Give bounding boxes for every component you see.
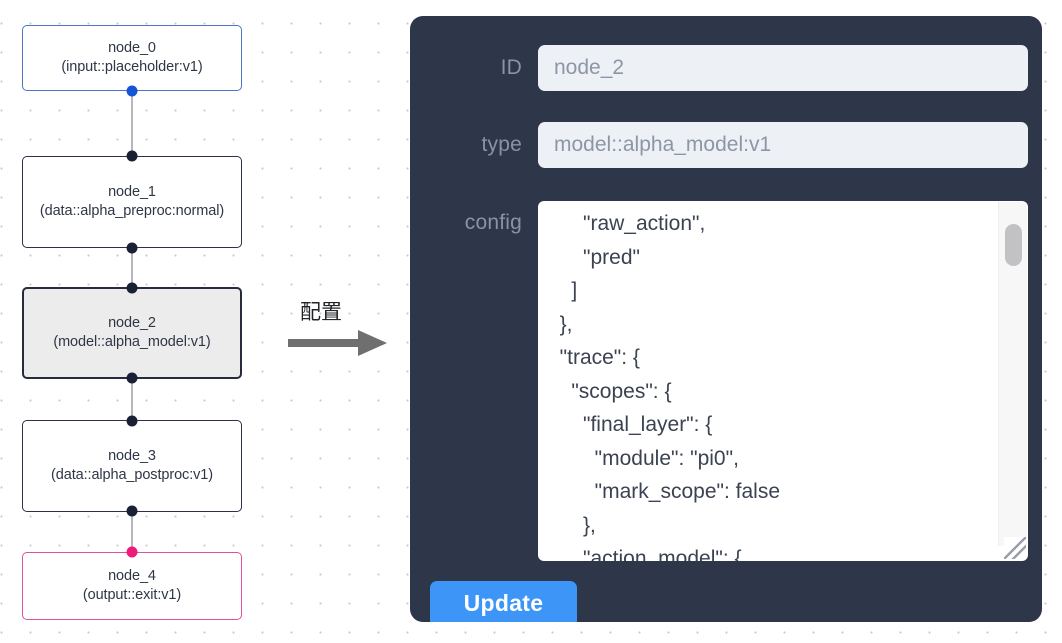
graph-node-node_0[interactable]: node_0 (input::placeholder:v1): [22, 25, 242, 91]
update-button[interactable]: Update: [430, 581, 577, 622]
node-type-label: (input::placeholder:v1): [61, 59, 203, 75]
config-field-label: config: [464, 211, 522, 234]
node-id-label: node_3: [108, 447, 156, 464]
port-node_3-output[interactable]: [126, 505, 138, 517]
edge-node0-node1: [131, 91, 133, 161]
type-field-label: type: [481, 133, 522, 156]
edge-node3-node4: [131, 511, 133, 557]
type-input[interactable]: [538, 122, 1028, 168]
port-node_1-output[interactable]: [126, 242, 138, 254]
port-node_2-output[interactable]: [126, 372, 138, 384]
port-node_3-input[interactable]: [126, 415, 138, 427]
node-type-label: (output::exit:v1): [82, 587, 182, 603]
edge-node2-node3: [131, 378, 133, 425]
port-node_0-output[interactable]: [126, 85, 138, 97]
id-field-label: ID: [500, 56, 522, 79]
config-field-row: config "raw_action", "pred" ] }, "trace"…: [430, 201, 1028, 561]
graph-node-node_2[interactable]: node_2 (model::alpha_model:v1): [22, 287, 242, 379]
node-id-label: node_0: [108, 39, 156, 56]
config-scrollbar-thumb[interactable]: [1005, 224, 1022, 266]
type-field-row: type: [430, 122, 1028, 168]
node-id-label: node_2: [108, 314, 156, 331]
config-textarea[interactable]: "raw_action", "pred" ] }, "trace": { "sc…: [538, 201, 1028, 561]
port-node_1-input[interactable]: [126, 150, 138, 162]
config-annotation-label: 配置: [300, 300, 342, 324]
node-type-label: (data::alpha_preproc:normal): [39, 203, 225, 219]
config-resize-handle[interactable]: [1004, 537, 1026, 559]
node-id-label: node_4: [108, 567, 156, 584]
node-config-panel: ID type config "raw_action", "pred" ] },…: [410, 16, 1042, 622]
graph-node-node_3[interactable]: node_3 (data::alpha_postproc:v1): [22, 420, 242, 512]
port-node_4-input[interactable]: [126, 546, 138, 558]
config-annotation: 配置: [288, 296, 398, 364]
config-textarea-wrapper: "raw_action", "pred" ] }, "trace": { "sc…: [538, 201, 1028, 561]
config-scrollbar[interactable]: [998, 202, 1027, 546]
right-arrow-icon: [288, 330, 387, 356]
graph-node-node_4[interactable]: node_4 (output::exit:v1): [22, 552, 242, 620]
node-type-label: (data::alpha_postproc:v1): [51, 467, 213, 483]
node-id-label: node_1: [108, 183, 156, 200]
id-field-row: ID: [430, 45, 1028, 91]
id-input[interactable]: [538, 45, 1028, 91]
node-type-label: (model::alpha_model:v1): [53, 334, 211, 350]
port-node_2-input[interactable]: [126, 282, 138, 294]
edge-node1-node2: [131, 247, 133, 292]
graph-node-node_1[interactable]: node_1 (data::alpha_preproc:normal): [22, 156, 242, 248]
